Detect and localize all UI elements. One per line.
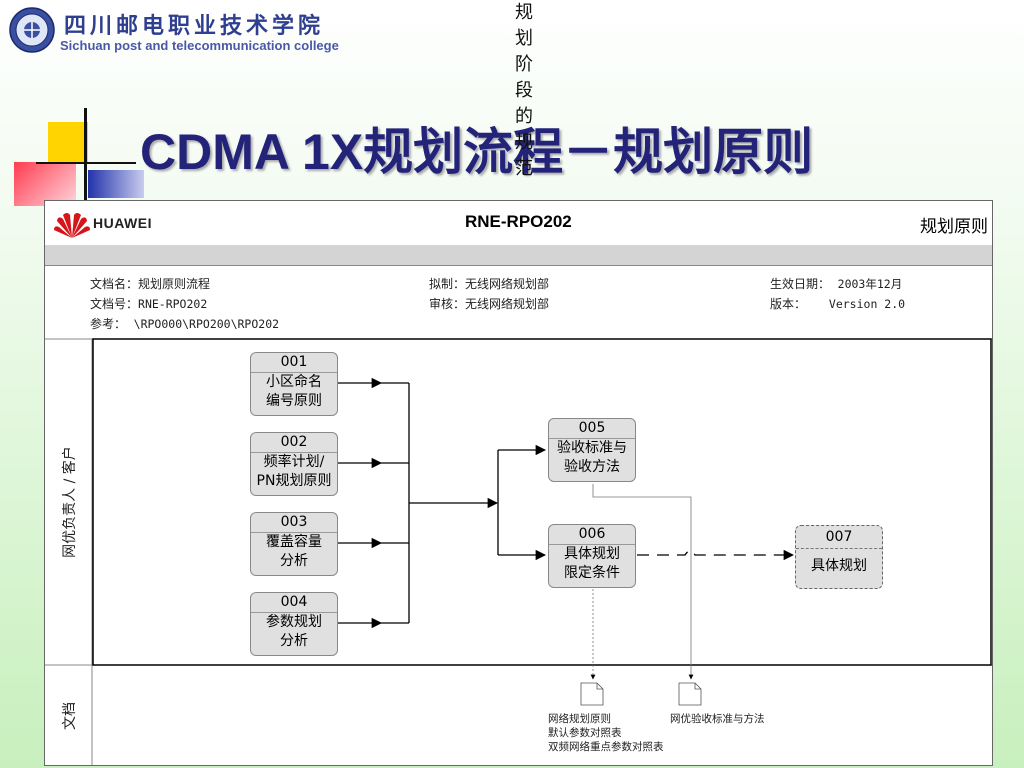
process-box-002[interactable]: 002 频率计划/ PN规划原则 — [250, 432, 338, 496]
process-box-line: PN规划原则 — [256, 473, 332, 489]
meta-file-name: 文档名：规划原则流程 — [90, 275, 210, 292]
vertical-char: 划 — [515, 28, 533, 49]
process-box-004[interactable]: 004 参数规划 分析 — [250, 592, 338, 656]
flow-diagram — [45, 338, 992, 765]
document-icon — [678, 682, 702, 706]
doc-label: 网络规划原则 — [548, 713, 611, 725]
process-box-id: 002 — [251, 433, 337, 453]
meta-label: 拟制： — [429, 277, 466, 291]
vertical-char: 规 — [515, 132, 533, 153]
meta-value: \RPO000\RPO200\RPO202 — [133, 317, 280, 331]
decor-vertical-line — [84, 108, 87, 208]
dashed-arrow-006-007 — [637, 549, 795, 561]
process-box-id: 007 — [796, 526, 882, 549]
main-lane-frame — [92, 338, 992, 666]
meta-value: 无线网络规划部 — [465, 277, 550, 291]
doc-label: 双频网络重点参数对照表 — [548, 741, 664, 753]
lane-label-docs-text: 文档 — [62, 702, 78, 730]
process-box-id: 004 — [251, 593, 337, 613]
process-box-line: 具体规划 — [564, 546, 620, 562]
document-header-right: 规划原则 — [920, 217, 988, 237]
meta-label: 审核： — [429, 297, 466, 311]
college-name-en: Sichuan post and telecommunication colle… — [60, 38, 339, 53]
decor-horizontal-line — [36, 162, 136, 164]
lane-label-docs: 文档 — [45, 665, 92, 765]
huawei-logo-icon — [54, 213, 90, 238]
vertical-char: 段 — [515, 80, 533, 101]
header-gray-bar — [45, 245, 992, 266]
process-box-line: 验收方法 — [564, 459, 620, 475]
process-box-line: 参数规划 — [266, 614, 322, 630]
meta-file-no: 文档号：RNE-RPO202 — [90, 295, 207, 312]
meta-version: 版本： Version 2.0 — [770, 295, 905, 312]
document-code: RNE-RPO202 — [465, 212, 572, 231]
process-box-line: 分析 — [280, 633, 308, 649]
doc-label-group-1: 网络规划原则 默认参数对照表 双频网络重点参数对照表 — [548, 712, 664, 754]
meta-ref: 参考： \RPO000\RPO200\RPO202 — [90, 315, 279, 332]
slide-title: CDMA 1X规划流程－规划原则 — [140, 124, 814, 180]
doc-label-group-2: 网优验收标准与方法 — [670, 712, 765, 726]
process-box-line: 小区命名 — [266, 374, 322, 390]
doc-label: 网优验收标准与方法 — [670, 713, 765, 725]
vertical-char: 范 — [515, 158, 533, 179]
college-name-cn: 四川邮电职业技术学院 — [64, 13, 325, 39]
meta-value: 2003年12月 — [837, 277, 903, 291]
company-name: HUAWEI — [93, 215, 152, 231]
process-box-line: 限定条件 — [564, 565, 620, 581]
process-box-id: 003 — [251, 513, 337, 533]
process-box-line: 编号原则 — [266, 393, 322, 409]
meta-effective: 生效日期： 2003年12月 — [770, 275, 902, 292]
process-box-line: 频率计划/ — [263, 454, 325, 470]
vertical-text: 规 划 阶 段 的 规 范 — [511, 0, 537, 182]
process-box-007[interactable]: 007 具体规划 — [795, 525, 883, 589]
vertical-char: 的 — [515, 106, 533, 127]
vertical-char: 规 — [515, 2, 533, 23]
meta-value: 无线网络规划部 — [465, 297, 550, 311]
meta-value: 规划原则流程 — [138, 277, 211, 291]
doc-label: 默认参数对照表 — [548, 727, 622, 739]
meta-label: 参考： — [90, 317, 127, 331]
process-box-line: 验收标准与 — [557, 440, 627, 456]
meta-value: RNE-RPO202 — [138, 297, 208, 311]
process-box-line: 具体规划 — [811, 558, 867, 574]
meta-label: 生效日期： — [770, 277, 831, 291]
doc-link-005 — [592, 484, 694, 680]
meta-review: 审核：无线网络规划部 — [429, 295, 549, 312]
decor-yellow-square — [48, 122, 88, 164]
vertical-char: 阶 — [515, 54, 533, 75]
process-box-003[interactable]: 003 覆盖容量 分析 — [250, 512, 338, 576]
process-box-005[interactable]: 005 验收标准与 验收方法 — [548, 418, 636, 482]
process-document: HUAWEI RNE-RPO202 规划原则 文档名：规划原则流程 文档号：RN… — [44, 200, 993, 766]
lane-label-customer-text: 网优负责人 / 客户 — [62, 446, 78, 558]
decor-blue-square — [88, 170, 144, 198]
college-emblem-icon — [9, 7, 55, 53]
meta-draft: 拟制：无线网络规划部 — [429, 275, 549, 292]
process-box-006[interactable]: 006 具体规划 限定条件 — [548, 524, 636, 588]
college-header: 四川邮电职业技术学院 Sichuan post and telecommunic… — [8, 6, 408, 54]
decor-red-square — [14, 162, 76, 206]
meta-label: 文档名： — [90, 277, 139, 291]
process-box-id: 005 — [549, 419, 635, 439]
lane-label-customer: 网优负责人 / 客户 — [45, 339, 92, 665]
meta-label: 版本： — [770, 297, 807, 311]
process-box-id: 006 — [549, 525, 635, 545]
meta-label: 文档号： — [90, 297, 139, 311]
process-box-id: 001 — [251, 353, 337, 373]
document-icon — [580, 682, 604, 706]
process-box-001[interactable]: 001 小区命名 编号原则 — [250, 352, 338, 416]
meta-value: Version 2.0 — [828, 297, 906, 311]
process-box-line: 覆盖容量 — [266, 534, 322, 550]
process-box-line: 分析 — [280, 553, 308, 569]
